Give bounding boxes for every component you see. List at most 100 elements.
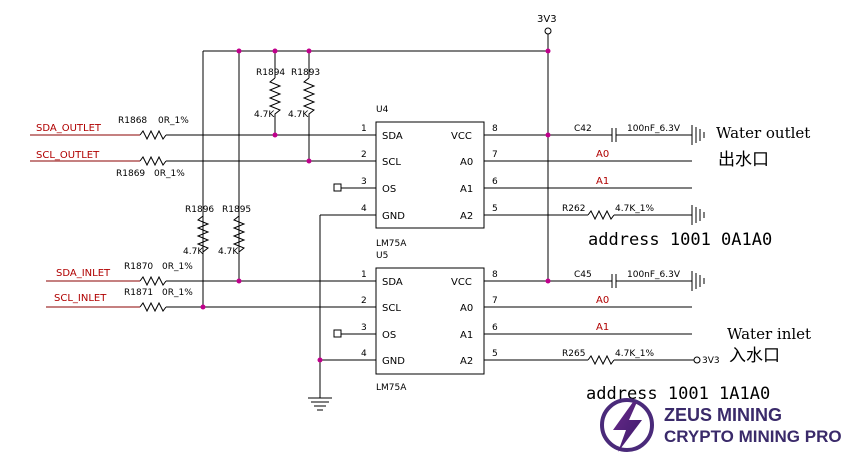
r1896-value: 4.7K — [183, 247, 204, 257]
outlet-address: address 1001 0A1A0 — [588, 230, 772, 250]
r1894-value: 4.7K — [254, 110, 275, 120]
svg-text:A0: A0 — [460, 157, 473, 168]
inlet-label-en: Water inlet — [727, 325, 811, 343]
net-scl-outlet: SCL_OUTLET — [36, 150, 100, 161]
pullup-top: R1894 R1893 4.7K 4.7K — [238, 51, 320, 281]
r1871-symbol — [139, 301, 167, 313]
svg-text:5: 5 — [492, 349, 498, 359]
svg-text:1: 1 — [361, 270, 367, 280]
r262-value: 4.7K_1% — [615, 204, 654, 214]
inlet-label-cn: 入水口 — [729, 346, 780, 366]
r1868-symbol — [139, 129, 167, 141]
r1894-ref: R1894 — [256, 68, 285, 78]
outlet-label-cn: 出水口 — [718, 150, 769, 170]
r262-ref: R262 — [562, 204, 585, 214]
r1895-symbol — [232, 215, 246, 253]
svg-text:5: 5 — [492, 204, 498, 214]
c42-value: 100nF_6.3V — [627, 124, 681, 134]
svg-text:A0: A0 — [596, 149, 609, 160]
u5-right-nets: C45 100nF_6.3V A0 A1 3V3 R265 4.7K_1% — [515, 270, 720, 366]
r1871-ref: R1871 — [124, 288, 153, 298]
svg-text:A0: A0 — [596, 295, 609, 306]
chip-u4: U4 LM75A 1 2 3 4 SDA SCL OS GND 8 7 6 5 … — [333, 105, 515, 249]
r1895-ref: R1895 — [222, 205, 251, 215]
svg-text:A2: A2 — [460, 356, 473, 367]
r1870-value: 0R_1% — [162, 262, 193, 272]
svg-text:SCL: SCL — [382, 157, 401, 168]
c45-ref: C45 — [574, 270, 592, 280]
svg-text:A0: A0 — [460, 303, 473, 314]
r1895-value: 4.7K — [218, 247, 239, 257]
svg-text:2: 2 — [361, 150, 367, 160]
svg-text:A1: A1 — [460, 330, 473, 341]
svg-text:GND: GND — [382, 211, 405, 222]
u5-part: LM75A — [376, 383, 407, 393]
r1869-symbol — [139, 155, 167, 167]
r1869-ref: R1869 — [116, 169, 145, 179]
outlet-label-en: Water outlet — [716, 124, 810, 142]
svg-text:3: 3 — [361, 177, 367, 187]
c45-value: 100nF_6.3V — [627, 270, 681, 280]
power-3v3: 3V3 — [202, 14, 557, 307]
outlet-bus: SDA_OUTLET SCL_OUTLET R1868 0R_1% R1869 … — [30, 116, 345, 179]
net-sda-inlet: SDA_INLET — [56, 268, 111, 279]
r1893-value: 4.7K — [288, 110, 309, 120]
svg-text:SDA: SDA — [382, 131, 403, 142]
power-label: 3V3 — [537, 14, 557, 25]
svg-text:4: 4 — [361, 349, 367, 359]
r1869-value: 0R_1% — [154, 169, 185, 179]
r1893-symbol — [302, 77, 316, 118]
svg-text:OS: OS — [382, 330, 396, 341]
r1896-symbol — [196, 215, 210, 253]
r265-symbol — [587, 354, 615, 366]
inlet-address: address 1001 1A1A0 — [586, 384, 770, 404]
svg-text:7: 7 — [492, 296, 498, 306]
svg-text:GND: GND — [382, 356, 405, 367]
watermark-line1: ZEUS MINING — [664, 405, 782, 425]
r262-symbol — [587, 209, 615, 221]
r265-value: 4.7K_1% — [615, 349, 654, 359]
ground-net — [308, 214, 345, 411]
u5-ref: U5 — [376, 251, 388, 261]
chip-u5: U5 LM75A 1 2 3 4 SDA SCL OS GND 8 7 6 5 … — [333, 251, 515, 393]
net-sda-outlet: SDA_OUTLET — [36, 123, 102, 134]
svg-text:A1: A1 — [596, 322, 609, 333]
u4-ref: U4 — [376, 105, 389, 115]
svg-text:A1: A1 — [460, 184, 473, 195]
svg-text:VCC: VCC — [451, 131, 472, 142]
pullup-bottom: R1896 R1895 4.7K 4.7K — [183, 205, 251, 257]
r1871-value: 0R_1% — [162, 288, 193, 298]
junction-dots — [200, 48, 551, 363]
r1896-ref: R1896 — [185, 205, 214, 215]
svg-text:8: 8 — [492, 270, 498, 280]
svg-text:3: 3 — [361, 323, 367, 333]
r265-ref: R265 — [562, 349, 585, 359]
watermark-line2: CRYPTO MINING PRO — [664, 427, 842, 446]
inlet-bus: SDA_INLET SCL_INLET R1870 0R_1% R1871 0R… — [46, 262, 345, 313]
r1870-symbol — [139, 275, 167, 287]
r1894-symbol — [268, 77, 282, 118]
svg-text:SDA: SDA — [382, 277, 403, 288]
u4-part: LM75A — [376, 239, 407, 249]
c42-ref: C42 — [574, 124, 592, 134]
svg-text:7: 7 — [492, 150, 498, 160]
r1868-ref: R1868 — [118, 116, 147, 126]
svg-text:4: 4 — [361, 204, 367, 214]
r1870-ref: R1870 — [124, 262, 153, 272]
svg-text:3V3: 3V3 — [702, 356, 720, 366]
zeus-logo: ZEUS MINING CRYPTO MINING PRO — [600, 398, 842, 452]
r1893-ref: R1893 — [291, 68, 320, 78]
svg-text:A2: A2 — [460, 211, 473, 222]
svg-text:1: 1 — [361, 124, 367, 134]
svg-text:OS: OS — [382, 184, 396, 195]
net-scl-inlet: SCL_INLET — [54, 293, 107, 304]
r1868-value: 0R_1% — [158, 116, 189, 126]
svg-text:A1: A1 — [596, 176, 609, 187]
u4-right-nets: C42 100nF_6.3V A0 A1 R262 4.7K_1% — [515, 124, 705, 225]
svg-text:2: 2 — [361, 296, 367, 306]
svg-text:8: 8 — [492, 124, 498, 134]
svg-text:6: 6 — [492, 177, 498, 187]
svg-text:SCL: SCL — [382, 303, 401, 314]
lightning-bolt-icon — [613, 402, 642, 452]
